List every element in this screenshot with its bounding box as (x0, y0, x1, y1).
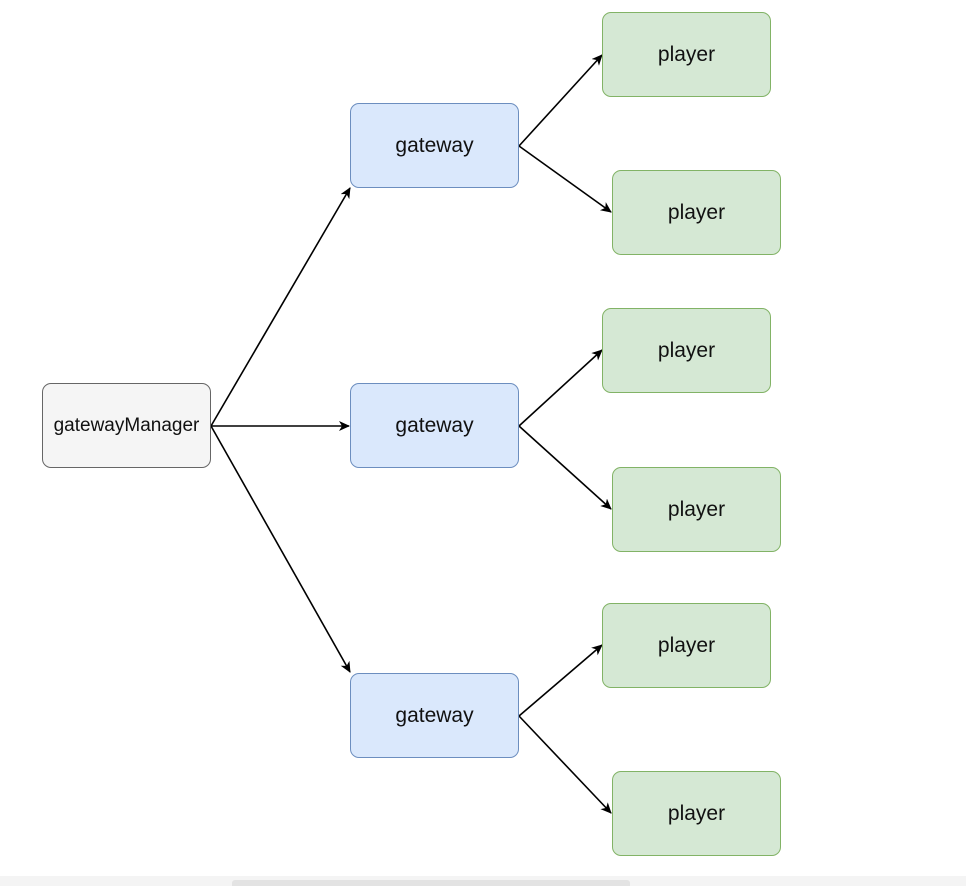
gateway-label: gateway (395, 413, 474, 437)
edge-manager-to-gateway-3 (210, 425, 351, 673)
edge-gateway-2-to-player-3 (518, 349, 603, 427)
player-label: player (667, 497, 726, 521)
gateway-manager-node[interactable]: gatewayManager (42, 383, 211, 468)
edge-gateway-1-to-player-1 (518, 54, 603, 147)
edge-gateway-1-to-player-2 (518, 145, 612, 213)
horizontal-scrollbar-thumb[interactable] (232, 880, 630, 886)
player-label: player (657, 633, 716, 657)
player-node-4[interactable]: player (612, 467, 781, 552)
player-node-5[interactable]: player (602, 603, 771, 688)
player-label: player (667, 200, 726, 224)
player-node-1[interactable]: player (602, 12, 771, 97)
player-node-3[interactable]: player (602, 308, 771, 393)
edge-gateway-3-to-player-6 (518, 715, 612, 814)
gateway-node-1[interactable]: gateway (350, 103, 519, 188)
player-label: player (667, 801, 726, 825)
player-label: player (657, 338, 716, 362)
gateway-label: gateway (395, 703, 474, 727)
player-node-2[interactable]: player (612, 170, 781, 255)
gateway-node-2[interactable]: gateway (350, 383, 519, 468)
player-label: player (657, 42, 716, 66)
player-node-6[interactable]: player (612, 771, 781, 856)
edge-manager-to-gateway-1 (210, 187, 351, 427)
edge-gateway-2-to-player-4 (518, 425, 612, 510)
gateway-label: gateway (395, 133, 474, 157)
edge-gateway-3-to-player-5 (518, 644, 603, 717)
gateway-node-3[interactable]: gateway (350, 673, 519, 758)
gateway-manager-label: gatewayManager (53, 414, 200, 436)
